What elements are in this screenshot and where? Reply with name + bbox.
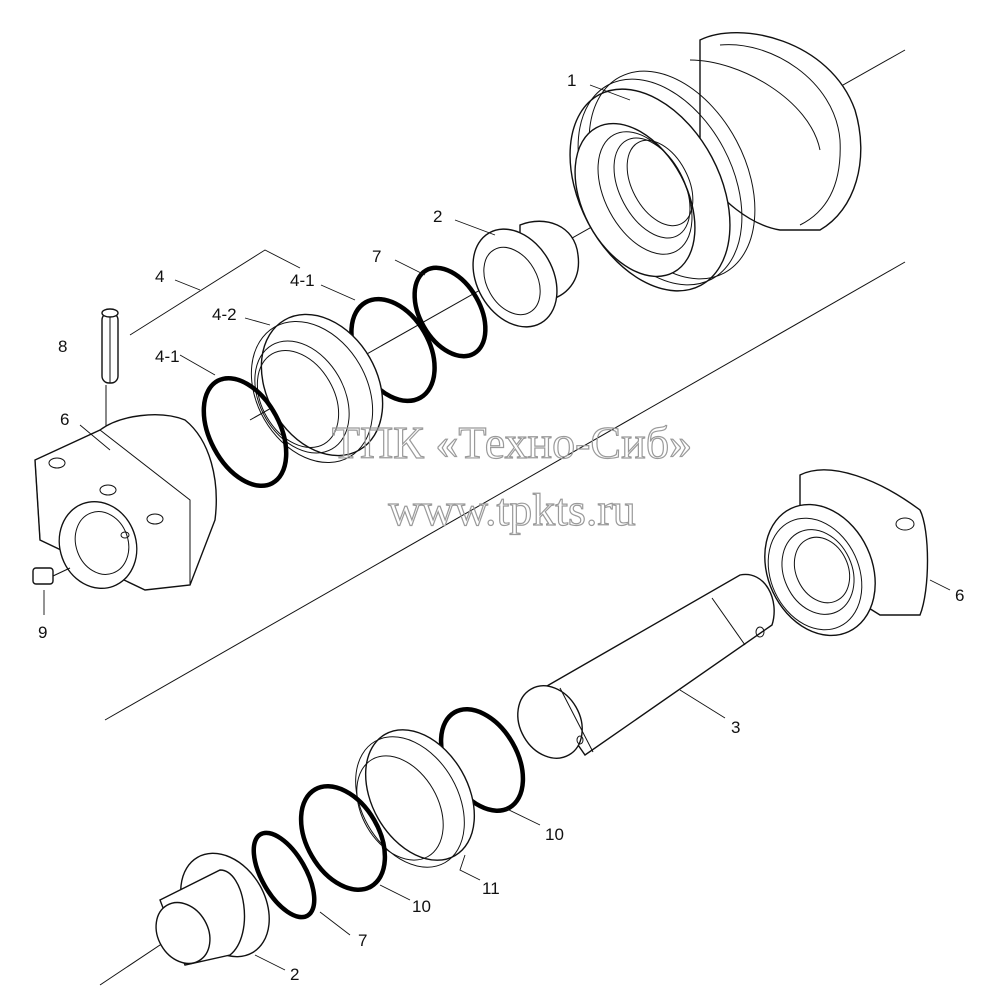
callout-2-top: 2 [433,207,442,226]
shaft-part [517,573,775,759]
callout-6-right: 6 [955,586,964,605]
callout-10-right: 10 [545,825,564,844]
callout-4-1-left: 4-1 [155,347,180,366]
collar-part-top [472,220,580,328]
callout-9: 9 [38,623,47,642]
callout-labels: 1 2 4 4-1 7 4-2 8 4-1 6 9 6 3 10 11 10 7… [38,71,964,984]
o-ring-part-bottom [251,830,317,920]
callout-11: 11 [482,879,500,898]
floating-seal-part-bottom [355,729,476,868]
track-roller-part [569,32,862,292]
callout-4-1-top: 4-1 [290,271,315,290]
callout-8: 8 [58,337,67,356]
plug-bolt-part [32,567,71,585]
callout-4-2: 4-2 [212,305,237,324]
callout-10-left: 10 [412,897,431,916]
watermark: ТПК «Техно-Сиб» www.tpkts.ru [331,416,692,535]
callout-1: 1 [567,71,576,90]
callout-2-bottom: 2 [290,965,299,984]
bracket-part-right [764,469,929,637]
callout-4: 4 [155,267,164,286]
leader-lines [43,84,951,971]
split-pin-part [101,308,119,440]
watermark-company: ТПК «Техно-Сиб» [332,417,692,468]
callout-3: 3 [731,718,740,737]
o-ring-part-top [412,265,488,359]
callout-6-left: 6 [60,410,69,429]
callout-7-top: 7 [372,247,381,266]
seal-ring-part-left [201,375,289,489]
bracket-part-left [34,414,217,591]
o-ring-part-10-left [298,784,388,892]
collar-part-bottom [155,852,270,966]
callout-7-bottom: 7 [358,931,367,950]
watermark-website: www.tpkts.ru [388,484,635,535]
